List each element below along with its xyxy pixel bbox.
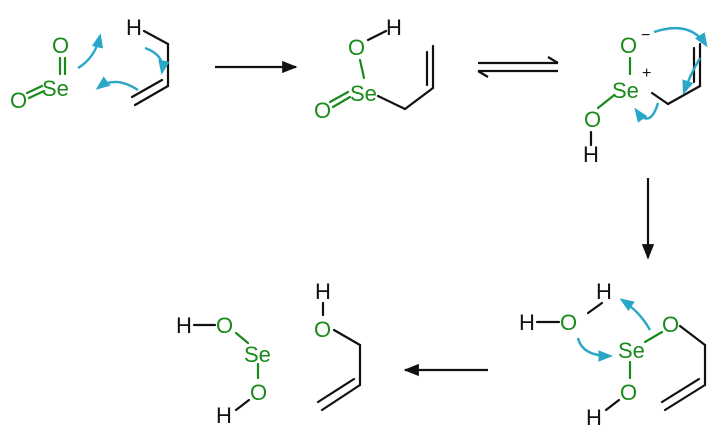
water-molecule: H O H [519,279,612,335]
curly-arrow-o-to-h [77,33,104,70]
atom-h-left: H [519,310,535,335]
bond-se-ch2 [376,94,407,111]
bond-h-c [142,29,170,46]
zwitterion-intermediate: O − Se + O H [583,27,702,167]
atom-se: Se [244,342,271,367]
curly-arrow-se-o-to-h [619,298,652,331]
bond-o-h [604,398,621,412]
bond-c-c-double-b [130,78,164,99]
bond-alkene-a [320,383,362,412]
curly-arrow-water-to-se [576,337,613,362]
equilibrium-back-barb [477,70,489,78]
bond-se-o-ester [643,330,664,344]
atom-h-top: H [176,313,192,338]
bond-se-o [596,94,615,110]
atom-o: O [314,317,331,342]
atom-o-top: O [216,313,233,338]
atom-o-double: O [314,98,331,123]
selenious-acid: H O Se O H [176,313,271,428]
bond-o-ch2 [332,328,362,347]
atom-o-lower: O [250,380,267,405]
atom-h: H [315,279,331,304]
bond-alkene-b [660,377,701,404]
atom-o-top: O [52,33,69,58]
bond-se-o-left-a [25,84,44,95]
propene: H [126,15,170,107]
equilibrium-arrows [477,56,559,78]
curly-arrow-ch-to-cc [144,46,170,75]
charge-minus: − [641,27,650,44]
atom-o-left: O [10,88,27,113]
bond-alkene-a [663,383,707,412]
allylseleninic-acid: O H Se O [314,15,435,123]
allyl-selenite-ester: Se O O H [586,312,707,430]
bond-c-c-double-a [133,84,170,107]
bond-se-o-double-b [331,95,352,109]
curly-arrow-c-se-to-se [634,102,660,123]
selenium-dioxide: O Se O [10,33,69,113]
bond-o-ch2 [678,324,707,347]
atom-o-ester: O [662,312,679,337]
atom-h: H [386,15,402,40]
bond-o-h [366,29,388,42]
charge-plus: + [642,65,651,82]
atom-se: Se [42,76,69,101]
atom-se-plus: Se [612,78,639,103]
bond-o-se-top [234,331,250,345]
bond-o-se [358,58,366,80]
bond-h-o [586,301,604,315]
bond-se-ch2 [650,91,670,106]
equilibrium-forward-barb [547,56,559,64]
bond-alkene-b [316,377,356,404]
atom-o-h: O [584,107,601,132]
atom-o-minus: O [620,33,637,58]
bond-ch2-ch [666,84,702,106]
bond-o-h-lower [234,398,251,412]
atom-h-lower: H [586,405,602,430]
atom-h: H [583,142,599,167]
atom-h-top: H [596,279,612,304]
curly-arrow-o-to-alkene [653,27,708,48]
atom-se: Se [618,338,645,363]
atom-o-lower: O [620,380,637,405]
atom-se: Se [350,81,377,106]
allyl-alcohol: H O [314,279,362,412]
curly-arrow-alkene-to-se [95,76,139,92]
bond-ch2-ch [403,86,435,111]
bond-se-o-double-a [328,90,350,104]
atom-h-lower: H [216,403,232,428]
atom-o-water: O [560,310,577,335]
bond-se-o-left-b [27,89,46,100]
curly-arrow-alkene-shift [682,57,702,95]
atom-h: H [126,15,142,40]
atom-o: O [348,35,365,60]
